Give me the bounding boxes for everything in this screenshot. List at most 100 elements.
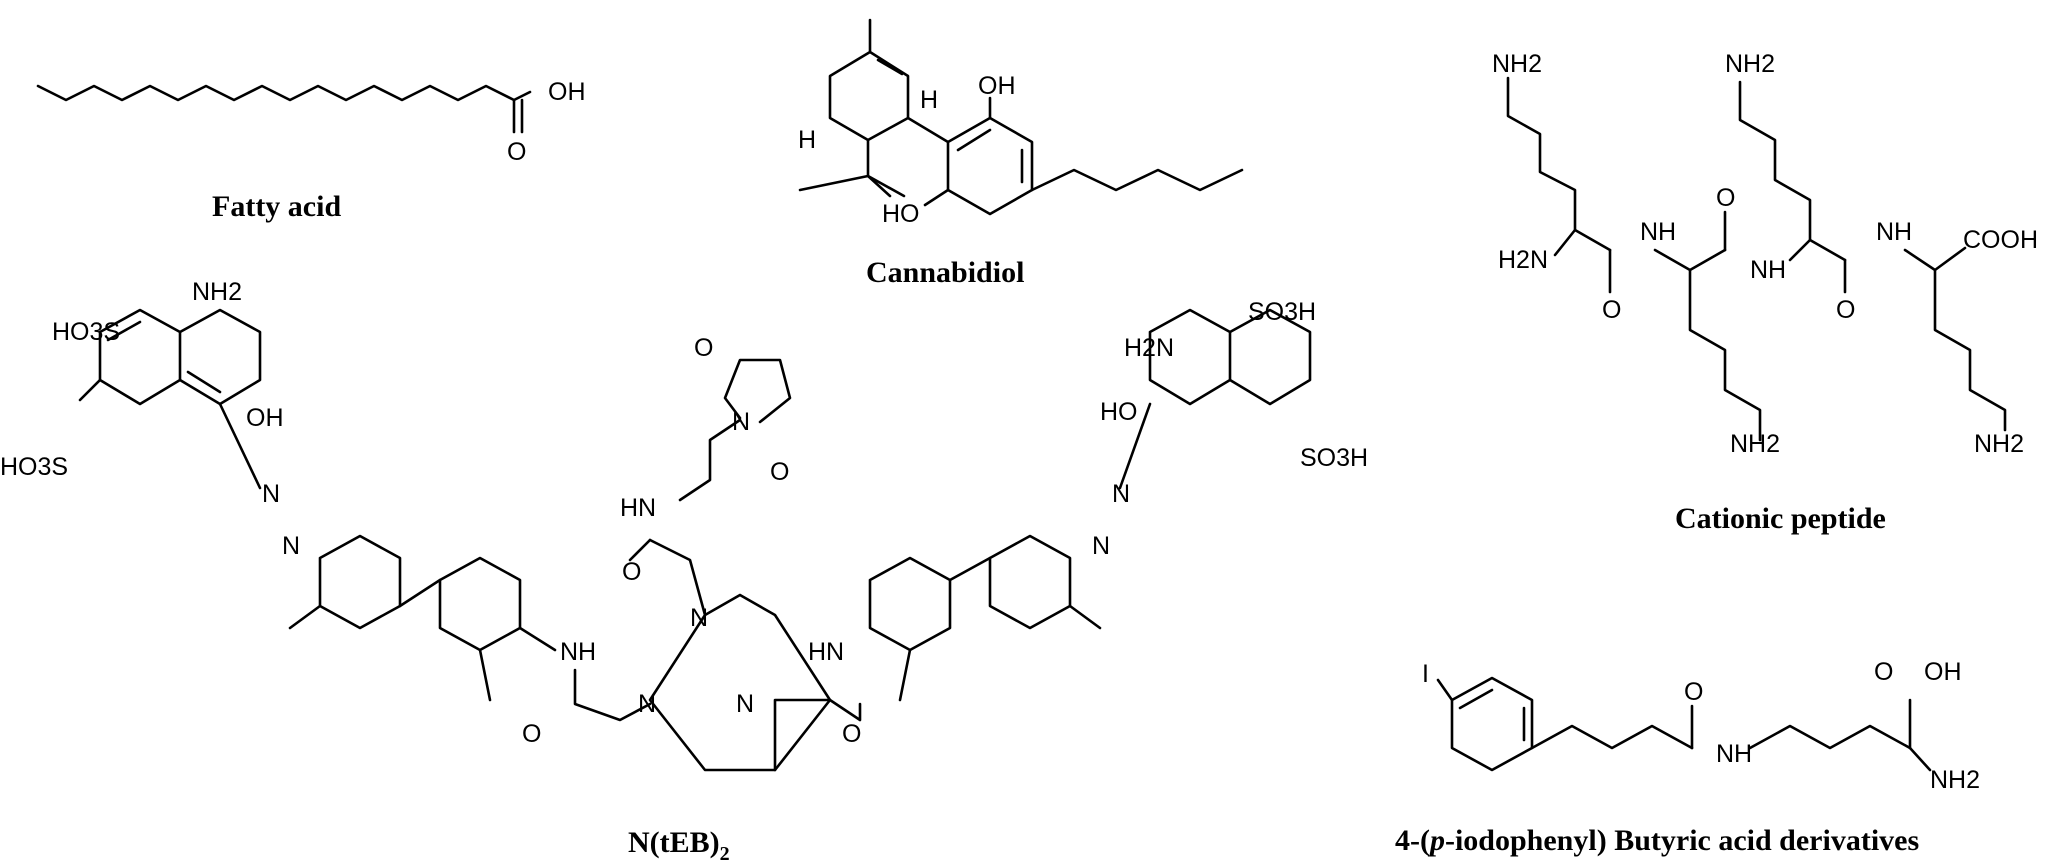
peptide-nh-3: NH (1876, 218, 1912, 246)
nteb-left-naph-double-2 (186, 370, 222, 394)
nteb-top-acetamide (648, 538, 707, 617)
peptide-backbone-1 (1553, 228, 1612, 257)
iodophenyl-butyl-chain (1530, 724, 1694, 750)
nteb-ho3s-bottom-label: HO3S (0, 453, 68, 481)
iodophenyl-nh2: NH2 (1930, 766, 1980, 794)
nteb2-caption: N(tEB)2 (628, 826, 730, 865)
nteb-right-naph-ring-2 (1228, 308, 1312, 406)
cbd-isopropenyl (798, 174, 892, 198)
peptide-cooh-bond (1933, 246, 1967, 272)
nteb-left-methyl-2 (478, 648, 492, 702)
nteb-maleimide-o-top: O (694, 334, 713, 362)
iodophenyl-nh2-bond (1908, 746, 1932, 772)
peptide-o-3: O (1836, 296, 1855, 324)
peptide-o-2: O (1716, 184, 1735, 212)
nteb-right-methyl-1 (898, 648, 912, 702)
cbd-aromatic-double-1 (956, 128, 992, 152)
nteb-left-azo-n2: N (282, 532, 300, 560)
iodophenyl-i-label: I (1422, 660, 1429, 688)
nteb-left-naph-double-1 (106, 320, 142, 342)
nteb-ethyl-linker (678, 418, 742, 502)
nteb-right-azo-n2: N (1112, 480, 1130, 508)
nteb-ho3s-top-label: HO3S (52, 318, 120, 346)
peptide-nh2-bottom-2: NH2 (1974, 430, 2024, 458)
nteb-right-so3h-bottom-label: SO3H (1300, 444, 1368, 472)
nteb-right-azo-n1: N (1092, 532, 1110, 560)
iodophenyl-i-bond (1436, 678, 1454, 702)
nteb-left-methyl-1 (288, 604, 322, 630)
fatty-acid-caption: Fatty acid (212, 190, 341, 223)
nteb-right-methyl-2 (1068, 604, 1102, 630)
nteb-right-phenyl-1 (868, 556, 952, 652)
cbd-pentyl-chain (1030, 168, 1244, 192)
nteb-left-nh-label: NH (560, 638, 596, 666)
peptide-nh2-top-1: NH2 (1492, 50, 1542, 78)
nteb-right-amide-link (773, 698, 862, 772)
fatty-acid-structure: OH O Fatty acid (36, 78, 586, 223)
nteb-left-oh-label: OH (246, 404, 284, 432)
nteb-left-nh2-label: NH2 (192, 278, 242, 306)
nteb-right-biphenyl-link (948, 556, 992, 582)
nteb-left-azo-n1: N (262, 480, 280, 508)
nteb-right-nh-label: HN (808, 638, 844, 666)
peptide-backbone-2 (1688, 248, 1727, 272)
nteb-left-azo-bond (218, 402, 262, 490)
nteb-left-naph-ring-2 (178, 308, 262, 406)
fatty-acid-oh-label: OH (548, 78, 586, 106)
iodophenyl-lysine-chain (1748, 724, 1912, 750)
cationic-peptide-structure: NH2 H2N O NH NH2 O NH NH2 O NH NH2 COOH … (1492, 50, 2038, 535)
nteb-maleimide-ring (723, 358, 792, 424)
nteb-right-so3h-top-label: SO3H (1248, 298, 1316, 326)
nteb-left-amide (573, 668, 652, 722)
nteb-left-amide-o: O (522, 720, 541, 748)
peptide-h2n-label: H2N (1498, 246, 1548, 274)
iodophenyl-amide-o: O (1684, 678, 1703, 706)
peptide-nh-1: NH (1640, 218, 1676, 246)
peptide-backbone-3 (1808, 238, 1847, 262)
cbd-h-label-2: H (920, 86, 938, 114)
nteb-top-hn-label: HN (620, 494, 656, 522)
peptide-nh2-bottom-1: NH2 (1730, 430, 1780, 458)
nteb-right-ho-label: HO (1100, 398, 1138, 426)
iodophenyl-ring-double-1 (1458, 688, 1494, 710)
peptide-nh2-top-2: NH2 (1725, 50, 1775, 78)
cbd-aromatic-ring (906, 116, 1034, 216)
iodophenyl-acid-o: O (1874, 658, 1893, 686)
cbd-oh-top-label: OH (978, 72, 1016, 100)
nteb-right-phenyl-2 (988, 534, 1072, 630)
nteb-left-so3h-bond (78, 378, 102, 402)
cbd-ho-bottom-label: HO (882, 200, 920, 228)
cbd-h-label-1: H (798, 126, 816, 154)
cationic-peptide-caption: Cationic peptide (1675, 502, 1886, 535)
fatty-acid-o-label: O (507, 138, 526, 166)
nteb-top-o-label: O (622, 558, 641, 586)
peptide-lys3-sidechain (1738, 80, 1812, 262)
nteb-macrocycle (648, 593, 832, 772)
iodophenyl-structure: I O NH O OH NH2 4-(p-iodophenyl) Butyric… (1395, 658, 1980, 857)
cbd-ring-double-bond (876, 58, 904, 76)
fatty-acid-chain (36, 84, 532, 102)
nteb-ring-n-left: N (638, 690, 656, 718)
cannabidiol-caption: Cannabidiol (866, 256, 1024, 289)
nteb-right-h2n-label: H2N (1124, 334, 1174, 362)
iodophenyl-ring (1450, 676, 1534, 772)
nteb-maleimide-o-bottom: O (770, 458, 789, 486)
nteb-right-azo-bond (1118, 402, 1152, 490)
cbd-cyclohexene-ring (828, 18, 910, 142)
iodophenyl-amide-nh: NH (1716, 740, 1752, 768)
peptide-lys2-sidechain (1653, 248, 1762, 442)
nteb-top-carbonyl (628, 538, 652, 562)
iodophenyl-caption: 4-(p-iodophenyl) Butyric acid derivative… (1395, 824, 1919, 857)
nteb-right-amide-o: O (842, 720, 861, 748)
peptide-cooh-label: COOH (1963, 226, 2038, 254)
nteb-left-amide-bond (518, 626, 557, 652)
nteb-left-biphenyl-link (398, 578, 442, 608)
cbd-oh-bond-bottom (923, 188, 950, 207)
nteb-left-phenyl-1 (318, 534, 402, 630)
nteb-ring-n-right: N (736, 690, 754, 718)
peptide-o-1: O (1602, 296, 1621, 324)
nteb2-structure: HO3S NH2 OH HO3S N N NH O N N N O HN N O… (0, 278, 1368, 865)
nteb-ring-n-top: N (690, 604, 708, 632)
iodophenyl-acid-oh: OH (1924, 658, 1962, 686)
